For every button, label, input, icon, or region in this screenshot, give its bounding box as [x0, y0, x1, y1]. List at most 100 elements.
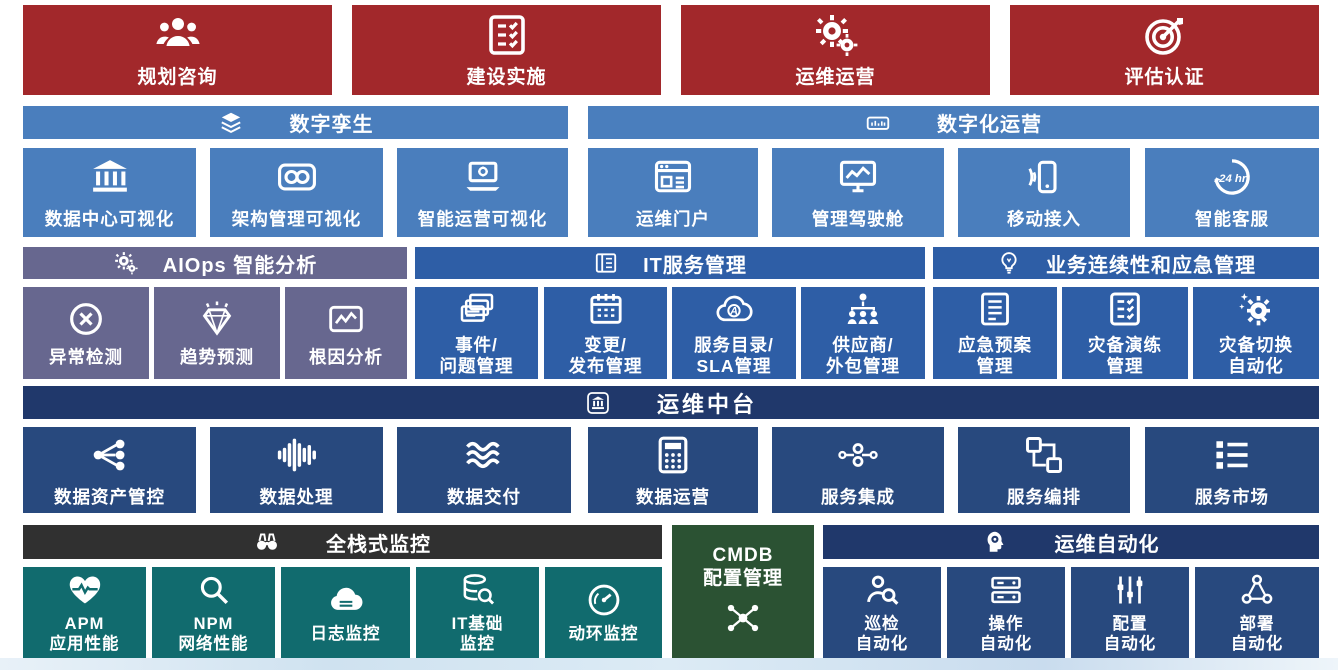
block-anomaly-detection: 异常检测 [23, 287, 149, 379]
block-data-asset-management: 数据资产管控 [23, 427, 196, 513]
cmdb-block: CMDB 配置管理 [672, 525, 814, 658]
block-dr-switch-automation: 灾备切换 自动化 [1193, 287, 1319, 379]
block-label: 供应商/ 外包管理 [826, 335, 900, 376]
block-ops-portal: 运维门户 [588, 148, 758, 237]
phase-label: 运维运营 [795, 66, 876, 88]
block-emergency-plan-management: 应急预案 管理 [933, 287, 1057, 379]
block-npm: NPM 网络性能 [152, 567, 275, 658]
laptop-icon [461, 155, 505, 199]
block-service-integration: 服务集成 [772, 427, 944, 513]
block-architecture-visualization: 架构管理可视化 [210, 148, 383, 237]
target-icon [1141, 11, 1189, 59]
block-label: 智能运营可视化 [417, 209, 548, 230]
block-intelligent-operation-visualization: 智能运营可视化 [397, 148, 568, 237]
x-circle-icon [66, 299, 106, 339]
block-label: 智能客服 [1195, 209, 1269, 230]
block-label: 数据资产管控 [54, 486, 165, 507]
chart-line-icon [326, 299, 366, 339]
people-group-icon [154, 11, 202, 59]
block-label: 服务集成 [821, 486, 895, 507]
block-label: 变更/ 发布管理 [568, 335, 643, 376]
phase-planning-consulting: 规划咨询 [23, 5, 332, 95]
calendar-icon [586, 289, 626, 329]
block-config-automation: 配置 自动化 [1071, 567, 1189, 658]
phase-operation: 运维运营 [681, 5, 990, 95]
block-label: 服务目录/ SLA管理 [694, 335, 774, 376]
building-badge-icon [585, 390, 611, 416]
waveform-icon [275, 433, 319, 477]
block-label: 灾备演练 管理 [1088, 335, 1162, 376]
block-label: 数据运营 [636, 486, 710, 507]
mobile-icon [1022, 155, 1066, 199]
doc-list-icon [975, 289, 1015, 329]
cloud-a-icon: A [714, 289, 754, 329]
phase-label: 评估认证 [1124, 66, 1205, 88]
list-icon [1210, 433, 1254, 477]
block-deployment-automation: 部署 自动化 [1195, 567, 1319, 658]
block-label: 管理驾驶舱 [811, 209, 905, 230]
block-label: APM 应用性能 [49, 615, 120, 653]
header-title: 全栈式监控 [326, 533, 431, 556]
monitoring-header: 全栈式监控 [23, 525, 662, 559]
block-it-infrastructure-monitoring: IT基础 监控 [416, 567, 539, 658]
block-label: 事件/ 问题管理 [439, 335, 514, 376]
automation-header: 运维自动化 [823, 525, 1319, 559]
block-label: 操作 自动化 [979, 615, 1033, 653]
svg-text:24 hr: 24 hr [1218, 173, 1247, 185]
block-root-cause-analysis: 根因分析 [285, 287, 407, 379]
header-title: 运维中台 [656, 391, 757, 417]
block-label: 部署 自动化 [1230, 615, 1284, 653]
block-label: 配置 自动化 [1103, 615, 1157, 653]
header-title: IT服务管理 [643, 254, 747, 277]
block-label: 巡检 自动化 [855, 615, 909, 653]
binoculars-icon [254, 529, 280, 555]
share-nodes-icon [88, 433, 132, 477]
block-label: 应急预案 管理 [958, 335, 1032, 376]
magnifier-icon [195, 571, 233, 609]
heart-pulse-icon [66, 571, 104, 609]
aiops-header: AIOps 智能分析 [23, 247, 407, 279]
background-photo-strip [0, 658, 1338, 670]
block-label: IT基础 监控 [451, 615, 504, 653]
block-intelligent-customer-service: 24 hr 智能客服 [1145, 148, 1319, 237]
block-label: 运维门户 [636, 209, 710, 230]
gear-star-icon [1236, 289, 1276, 329]
phase-evaluation-certification: 评估认证 [1010, 5, 1319, 95]
gauge-icon [585, 581, 623, 619]
header-title: AIOps 智能分析 [162, 254, 318, 277]
block-data-processing: 数据处理 [210, 427, 383, 513]
header-title: 运维自动化 [1054, 533, 1160, 556]
block-vendor-outsourcing-management: 供应商/ 外包管理 [801, 287, 925, 379]
block-incident-problem-management: 事件/ 问题管理 [415, 287, 538, 379]
deploy-nodes-icon [1238, 571, 1276, 609]
block-label: 数据处理 [259, 486, 334, 507]
itsm-header: IT服务管理 [415, 247, 925, 279]
flow-icon [1022, 433, 1066, 477]
block-mobile-access: 移动接入 [958, 148, 1130, 237]
org-people-icon [843, 289, 883, 329]
cloud-icon [327, 581, 365, 619]
block-service-market: 服务市场 [1145, 427, 1319, 513]
ops-platform-header: 运维中台 [23, 386, 1319, 419]
layers-icon [218, 110, 244, 136]
block-data-operation: 数据运营 [588, 427, 758, 513]
digital-twin-header: 数字孪生 [23, 106, 568, 139]
checklist-icon [483, 11, 531, 59]
block-label: 趋势预测 [180, 346, 254, 367]
block-datacenter-visualization: 数据中心可视化 [23, 148, 196, 237]
block-apm: APM 应用性能 [23, 567, 146, 658]
svg-text:A: A [729, 306, 738, 318]
block-label: 数据中心可视化 [44, 209, 175, 230]
header-title: 业务连续性和应急管理 [1046, 254, 1256, 277]
cmdb-title: CMDB 配置管理 [702, 545, 783, 589]
server-stack-icon [987, 571, 1025, 609]
block-label: 架构管理可视化 [231, 209, 362, 230]
block-log-monitoring: 日志监控 [281, 567, 410, 658]
cards-icon [457, 289, 497, 329]
service-24h-icon: 24 hr [1210, 155, 1254, 199]
monitor-chart-icon [836, 155, 880, 199]
network-icon [723, 598, 763, 638]
block-label: 服务市场 [1195, 486, 1269, 507]
browser-icon [651, 155, 695, 199]
block-service-catalog-sla: A 服务目录/ SLA管理 [672, 287, 796, 379]
